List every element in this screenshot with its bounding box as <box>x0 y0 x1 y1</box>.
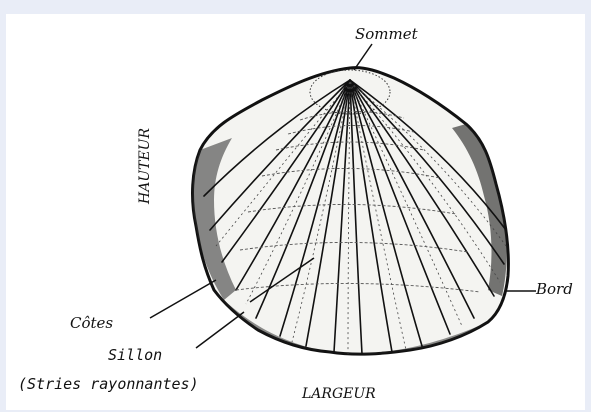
label-cotes: Côtes <box>70 316 113 331</box>
leader-sillon <box>196 312 244 348</box>
leader-cotes <box>150 280 216 318</box>
label-bord: Bord <box>536 282 573 297</box>
leader-sommet <box>354 44 372 70</box>
label-stries-rayonnantes: (Stries rayonnantes) <box>18 377 199 392</box>
label-sillon: Sillon <box>108 348 162 363</box>
label-largeur: LARGEUR <box>302 387 376 401</box>
label-sommet: Sommet <box>355 27 418 42</box>
label-hauteur: HAUTEUR <box>138 128 152 204</box>
